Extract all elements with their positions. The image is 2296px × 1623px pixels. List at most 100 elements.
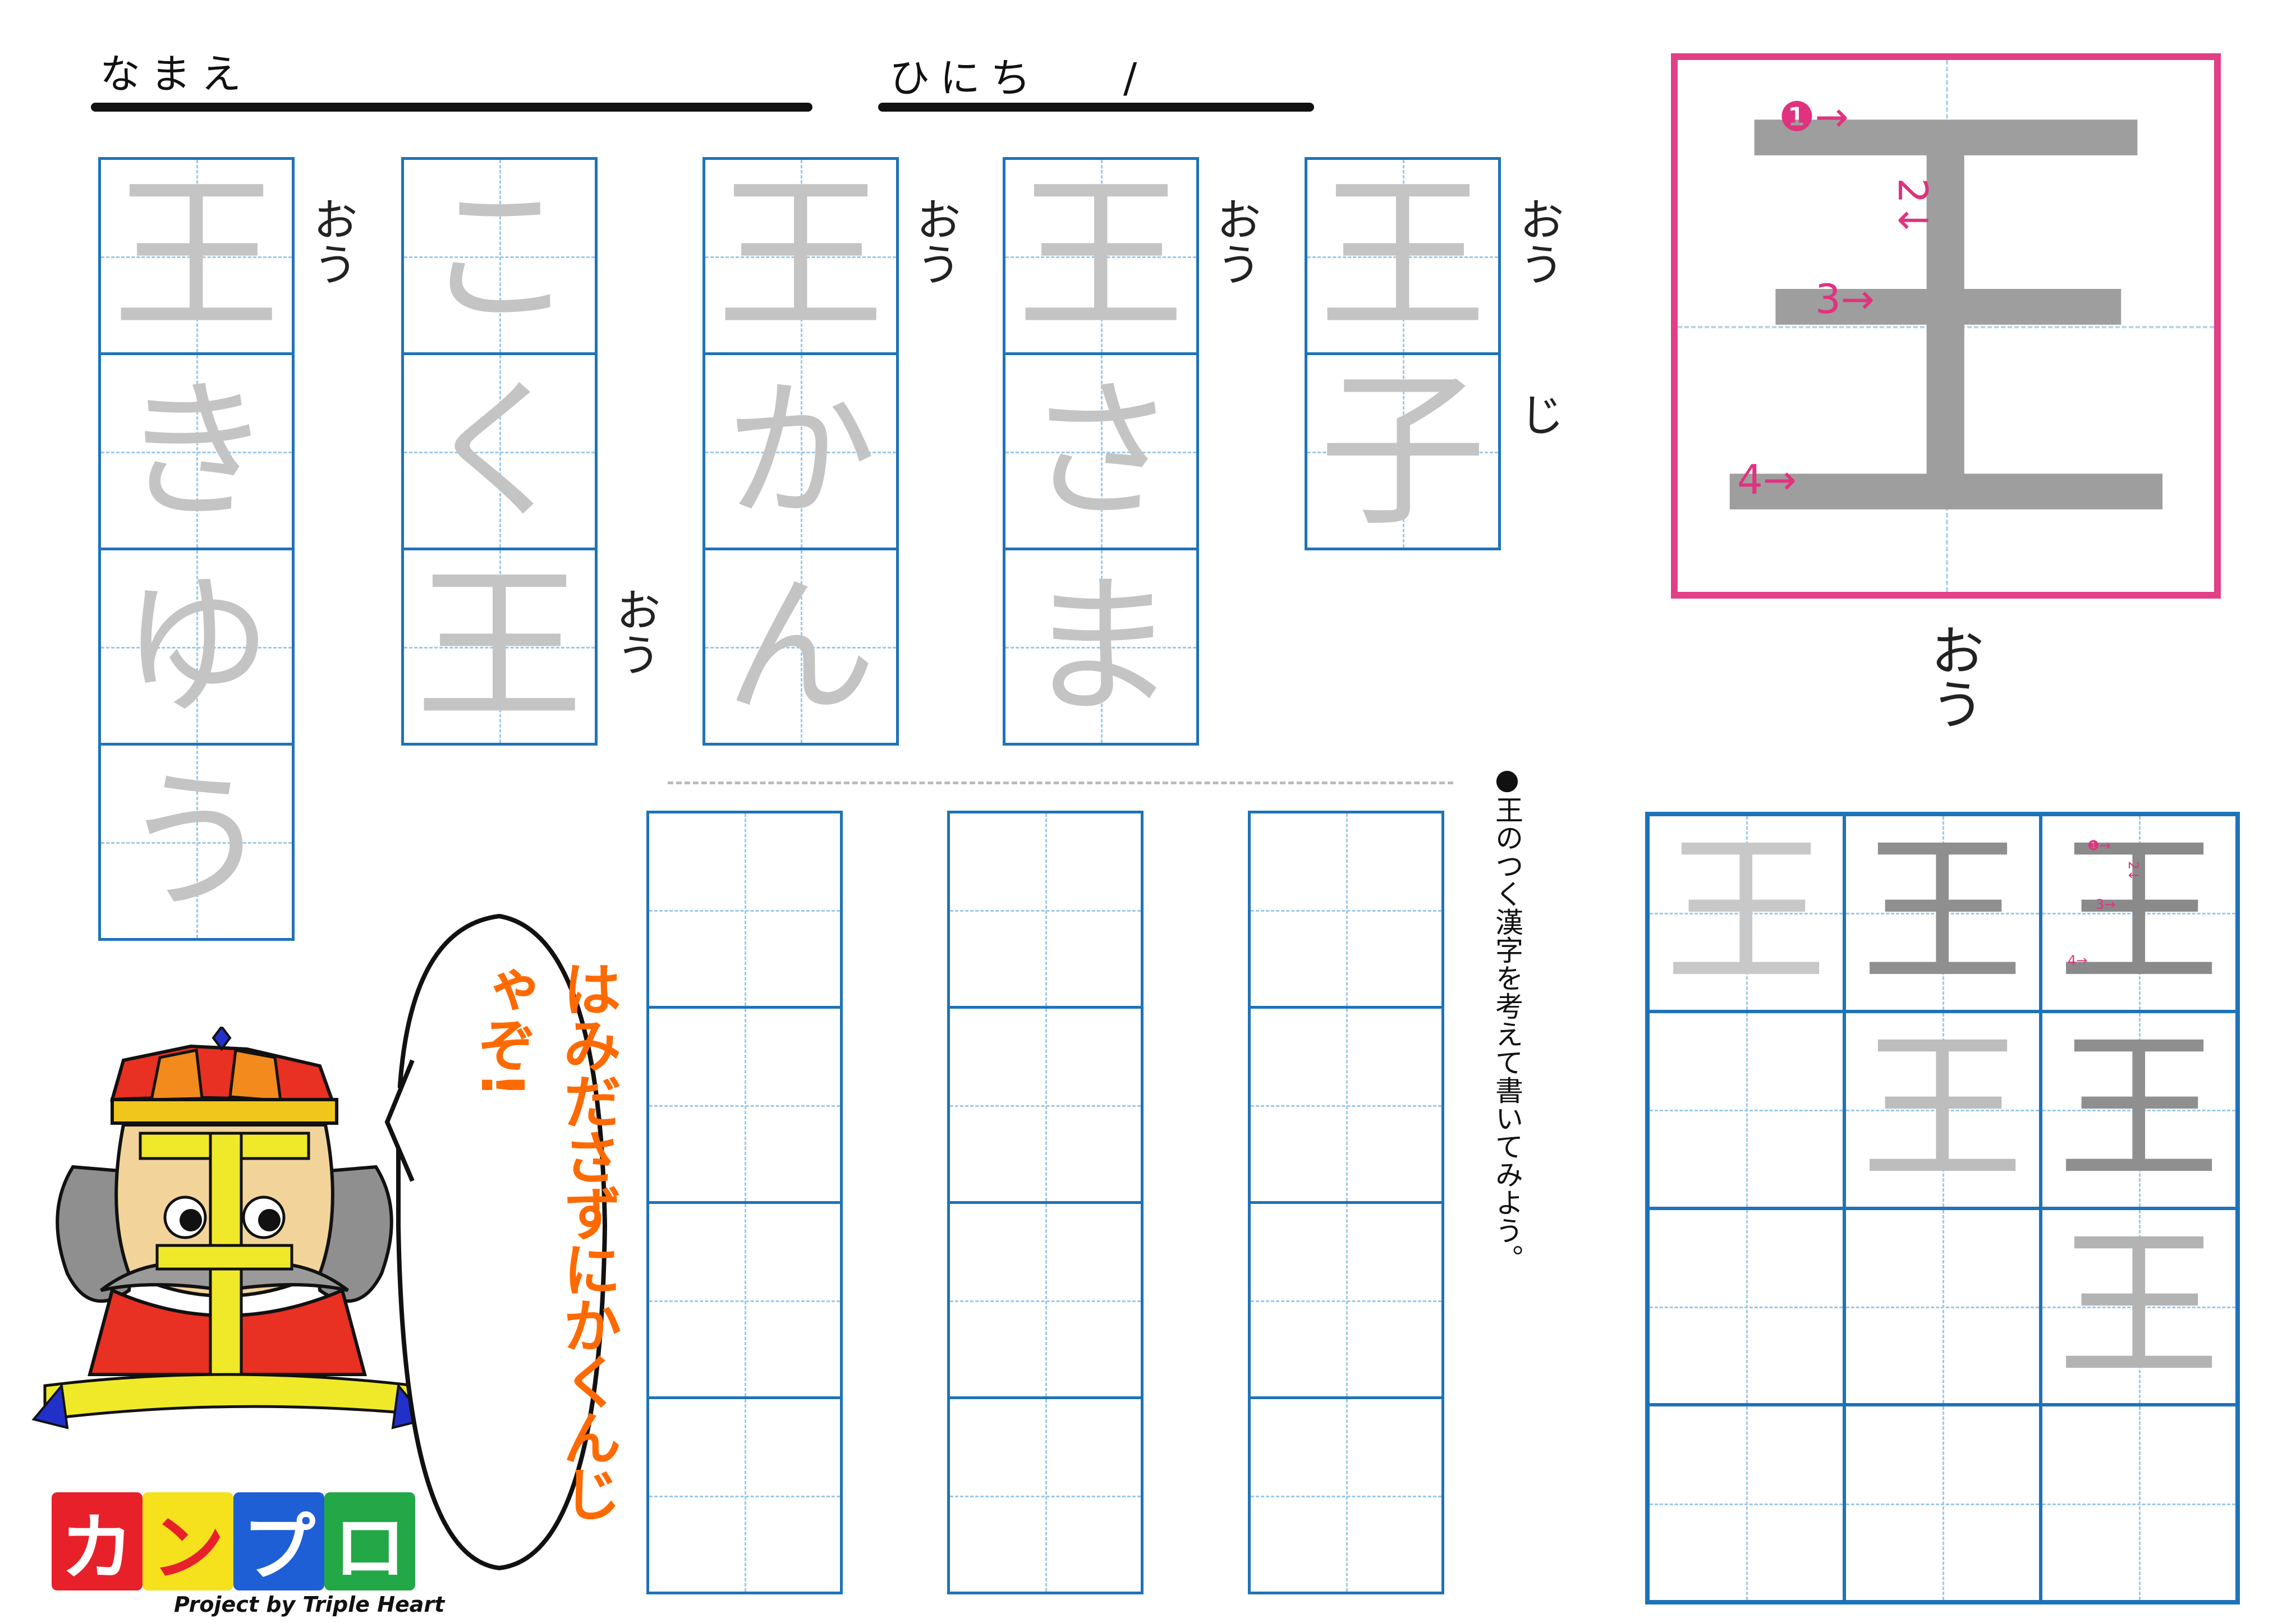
guide-horizontal — [101, 451, 292, 453]
guide-horizontal — [649, 1300, 840, 1302]
guide-horizontal — [705, 646, 896, 649]
writing-cell[interactable]: 王 — [1305, 157, 1501, 355]
trace-character: こ — [424, 167, 575, 344]
writing-cell[interactable]: ゆ — [98, 548, 295, 746]
trace-character: ゆ — [121, 558, 272, 735]
writing-cell[interactable]: ま — [1003, 548, 1199, 746]
guide-horizontal — [1678, 326, 2214, 328]
writing-cell[interactable]: き — [98, 352, 295, 550]
stroke-grid-kanji: 王 — [1861, 818, 2024, 1008]
trace-character: う — [121, 753, 272, 930]
trace-character: く — [424, 362, 575, 540]
writing-cell[interactable]: ん — [702, 548, 899, 746]
writing-cell[interactable]: か — [702, 352, 899, 550]
writing-cell[interactable]: 王 — [1003, 157, 1199, 355]
name-line[interactable] — [91, 103, 812, 112]
writing-cell[interactable]: 王 — [401, 548, 598, 746]
logo-tile-ro: ロ — [324, 1492, 415, 1590]
guide-horizontal — [2042, 1110, 2235, 1112]
writing-cell[interactable] — [947, 1006, 1144, 1204]
word-column: 王きゆう — [98, 157, 295, 941]
model-kanji-box: 王 ❶→ 2↓ 3→ 4→ — [1671, 53, 2221, 599]
guide-horizontal — [1307, 256, 1498, 258]
writing-cell[interactable]: く — [401, 352, 598, 550]
stroke-3-indicator: 3→ — [1815, 275, 1875, 323]
furigana-reading: じ — [1512, 392, 1564, 436]
trace-character: か — [725, 362, 876, 540]
empty-practice-column — [646, 811, 843, 1594]
writing-cell[interactable] — [947, 1396, 1144, 1594]
guide-horizontal — [2042, 1306, 2235, 1308]
writing-cell[interactable] — [646, 1201, 843, 1399]
stroke-grid-cell[interactable] — [1844, 1405, 2041, 1602]
guide-horizontal — [950, 909, 1141, 912]
date-line[interactable] — [878, 103, 1314, 112]
writing-cell[interactable] — [1248, 1006, 1444, 1204]
stroke-grid-cell[interactable] — [1648, 1405, 1844, 1602]
trace-character: ま — [1025, 558, 1177, 735]
guide-horizontal — [2042, 913, 2235, 915]
stroke-grid-cell[interactable]: 王 — [1844, 1011, 2041, 1208]
guide-horizontal — [1005, 256, 1196, 258]
writing-cell[interactable] — [947, 1201, 1144, 1399]
guide-horizontal — [404, 646, 595, 649]
furigana-reading: おう — [1512, 196, 1564, 286]
model-kanji: 王 — [1705, 45, 2187, 606]
stroke-1-indicator: ❶→ — [1779, 93, 1849, 140]
stroke-grid-cell[interactable]: 王 — [1648, 815, 1844, 1011]
trace-character: 王 — [1017, 158, 1185, 354]
guide-horizontal — [649, 909, 840, 912]
writing-cell[interactable]: 子 — [1305, 352, 1501, 550]
word-column: 王かん — [702, 157, 899, 746]
writing-cell[interactable]: 王 — [98, 157, 295, 355]
guide-horizontal — [1846, 1503, 2039, 1505]
guide-horizontal — [950, 1105, 1141, 1107]
name-label: なまえ — [100, 50, 252, 98]
guide-horizontal — [1307, 451, 1498, 453]
writing-cell[interactable] — [1248, 1396, 1444, 1594]
section-divider — [668, 781, 1453, 784]
stroke-grid-cell[interactable]: 王 — [2041, 1011, 2237, 1208]
practice-instruction: ●王のつく漢字を考えて書いてみよう。 — [1491, 763, 1523, 1272]
furigana-reading: おう — [306, 196, 358, 286]
guide-horizontal — [1846, 913, 2039, 915]
stroke-grid-kanji: 王 — [1861, 1015, 2024, 1204]
writing-cell[interactable]: こ — [401, 157, 598, 355]
stroke-grid-cell[interactable]: 王 — [1844, 815, 2041, 1011]
stroke-grid-kanji: 王 — [2058, 1211, 2220, 1401]
trace-character: ん — [725, 558, 876, 735]
trace-character: 王 — [1319, 158, 1487, 354]
writing-cell[interactable]: さ — [1003, 352, 1199, 550]
stroke-2-indicator: 2↓ — [1889, 178, 1936, 238]
king-mascot — [31, 1027, 429, 1429]
stroke-grid-cell[interactable]: 王 — [2041, 1208, 2237, 1405]
guide-horizontal — [705, 256, 896, 258]
writing-cell[interactable]: う — [98, 743, 295, 941]
stroke-grid-cell[interactable] — [1648, 1208, 1844, 1405]
guide-horizontal — [649, 1495, 840, 1497]
stroke-grid-kanji: 王 — [1665, 818, 1827, 1008]
guide-horizontal — [404, 451, 595, 453]
writing-cell[interactable]: 王 — [702, 157, 899, 355]
guide-horizontal — [101, 256, 292, 258]
stroke-grid-cell[interactable] — [2041, 1405, 2237, 1602]
date-label: ひにち — [889, 54, 1041, 102]
guide-horizontal — [1251, 1300, 1441, 1302]
writing-cell[interactable] — [947, 811, 1144, 1009]
word-column: 王子 — [1305, 157, 1501, 550]
guide-horizontal — [950, 1495, 1141, 1497]
stroke-grid-cell[interactable] — [1648, 1011, 1844, 1208]
guide-horizontal — [1650, 913, 1843, 915]
empty-practice-column — [1248, 811, 1444, 1594]
writing-cell[interactable] — [646, 1006, 843, 1204]
trace-character: 子 — [1319, 353, 1487, 549]
guide-horizontal — [950, 1300, 1141, 1302]
writing-cell[interactable] — [1248, 1201, 1444, 1399]
stroke-grid-cell[interactable] — [1844, 1208, 2041, 1405]
writing-cell[interactable] — [646, 1396, 843, 1594]
trace-character: 王 — [717, 158, 885, 354]
writing-cell[interactable] — [1248, 811, 1444, 1009]
writing-cell[interactable] — [646, 811, 843, 1009]
